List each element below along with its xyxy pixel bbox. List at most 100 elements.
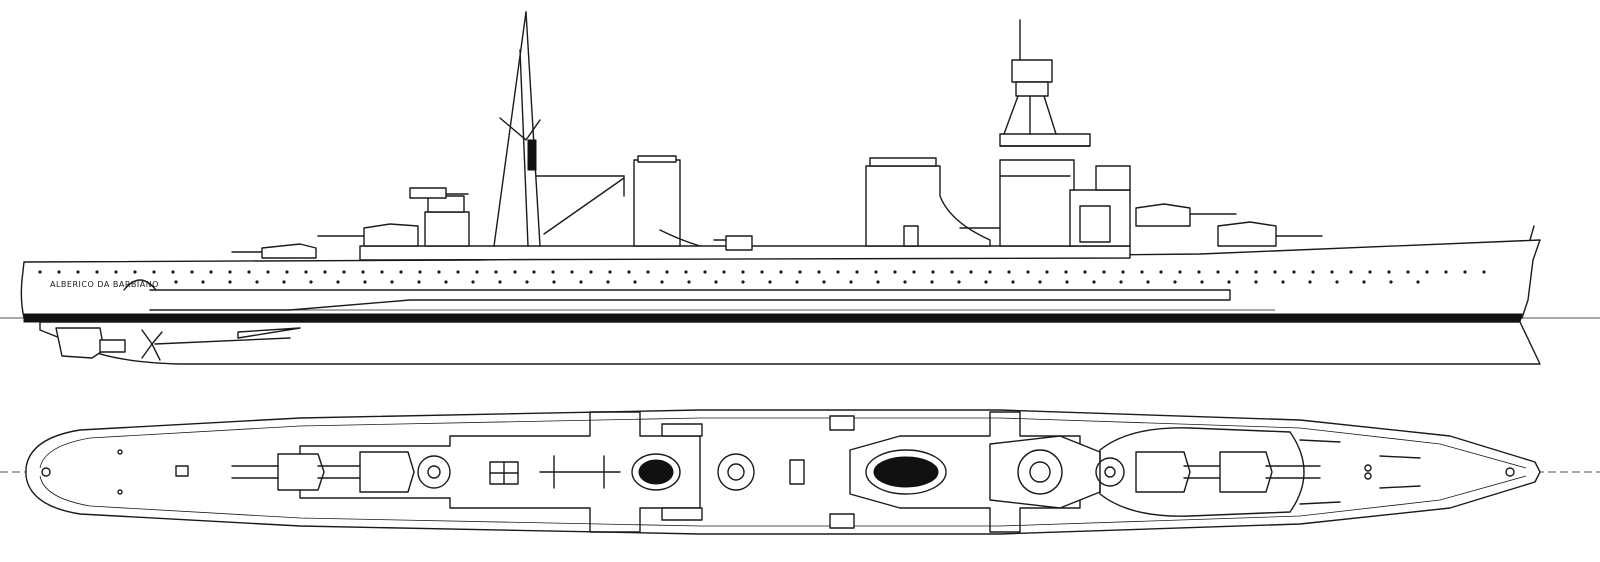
porthole xyxy=(1026,270,1030,274)
porthole xyxy=(579,280,583,284)
porthole xyxy=(1102,270,1106,274)
profile-view: ALBERICO DA BARBIANO xyxy=(0,11,1600,365)
porthole xyxy=(893,270,897,274)
porthole xyxy=(1092,280,1096,284)
porthole xyxy=(1159,270,1163,274)
stern-fittings-plan xyxy=(41,449,189,495)
porthole xyxy=(1349,270,1353,274)
porthole xyxy=(957,280,961,284)
porthole xyxy=(874,270,878,274)
porthole xyxy=(817,270,821,274)
portholes xyxy=(38,270,1486,284)
after-funnel xyxy=(633,155,701,247)
porthole xyxy=(1045,270,1049,274)
porthole xyxy=(1273,270,1277,274)
porthole xyxy=(795,280,799,284)
porthole xyxy=(1308,280,1312,284)
porthole xyxy=(552,280,556,284)
porthole xyxy=(266,270,270,274)
torpedo-tubes-aft xyxy=(661,423,703,521)
porthole xyxy=(228,270,232,274)
porthole xyxy=(760,270,764,274)
after-funnel-opening xyxy=(638,459,674,485)
searchlight-plan xyxy=(789,459,805,485)
porthole xyxy=(152,270,156,274)
porthole xyxy=(1178,270,1182,274)
porthole xyxy=(323,270,327,274)
rudder xyxy=(55,327,105,359)
porthole xyxy=(255,280,259,284)
fore-funnel-opening xyxy=(873,456,939,488)
hull-name-label: ALBERICO DA BARBIANO xyxy=(50,280,159,289)
porthole xyxy=(660,280,664,284)
porthole xyxy=(1065,280,1069,284)
porthole xyxy=(1444,270,1448,274)
porthole xyxy=(417,280,421,284)
porthole xyxy=(876,280,880,284)
mainmast xyxy=(493,11,625,247)
porthole xyxy=(1463,270,1467,274)
porthole xyxy=(494,270,498,274)
porthole xyxy=(714,280,718,284)
jackstaff xyxy=(1529,225,1535,241)
porthole xyxy=(171,270,175,274)
porthole xyxy=(1146,280,1150,284)
porthole xyxy=(1406,270,1410,274)
underwater-hull xyxy=(39,321,1541,365)
porthole xyxy=(1387,270,1391,274)
porthole xyxy=(836,270,840,274)
aft-turret-y-plan xyxy=(317,451,415,493)
porthole xyxy=(1140,270,1144,274)
porthole xyxy=(1121,270,1125,274)
porthole xyxy=(76,270,80,274)
vent xyxy=(903,225,919,247)
porthole xyxy=(1311,270,1315,274)
porthole xyxy=(969,270,973,274)
porthole xyxy=(703,270,707,274)
porthole xyxy=(1007,270,1011,274)
mainmast-plan xyxy=(539,455,621,489)
porthole xyxy=(363,280,367,284)
porthole xyxy=(633,280,637,284)
porthole xyxy=(532,270,536,274)
bridge-structure xyxy=(959,19,1131,247)
porthole xyxy=(282,280,286,284)
porthole xyxy=(798,270,802,274)
porthole xyxy=(1216,270,1220,274)
porthole xyxy=(114,270,118,274)
bridge-plan xyxy=(989,435,1125,509)
porthole xyxy=(1119,280,1123,284)
foredeck-fittings xyxy=(1299,439,1515,505)
armor-belt xyxy=(149,289,1231,311)
porthole xyxy=(684,270,688,274)
porthole xyxy=(380,270,384,274)
porthole xyxy=(444,280,448,284)
porthole xyxy=(342,270,346,274)
hull-plan xyxy=(25,409,1541,535)
porthole xyxy=(525,280,529,284)
porthole xyxy=(1173,280,1177,284)
aft-turret-y xyxy=(317,223,419,247)
porthole xyxy=(1235,270,1239,274)
porthole xyxy=(1335,280,1339,284)
porthole xyxy=(1254,270,1258,274)
blast-shield-outline xyxy=(1099,427,1305,517)
porthole xyxy=(174,280,178,284)
porthole xyxy=(1083,270,1087,274)
fore-turret-b xyxy=(1135,203,1237,227)
porthole xyxy=(1330,270,1334,274)
porthole xyxy=(903,280,907,284)
porthole xyxy=(687,280,691,284)
porthole xyxy=(722,270,726,274)
porthole xyxy=(498,280,502,284)
porthole xyxy=(1368,270,1372,274)
porthole xyxy=(399,270,403,274)
stern-arc xyxy=(123,279,157,291)
porthole xyxy=(201,280,205,284)
plan-view xyxy=(0,409,1600,535)
porthole xyxy=(1416,280,1420,284)
porthole xyxy=(984,280,988,284)
porthole xyxy=(228,280,232,284)
aft-director-plan xyxy=(417,455,451,489)
